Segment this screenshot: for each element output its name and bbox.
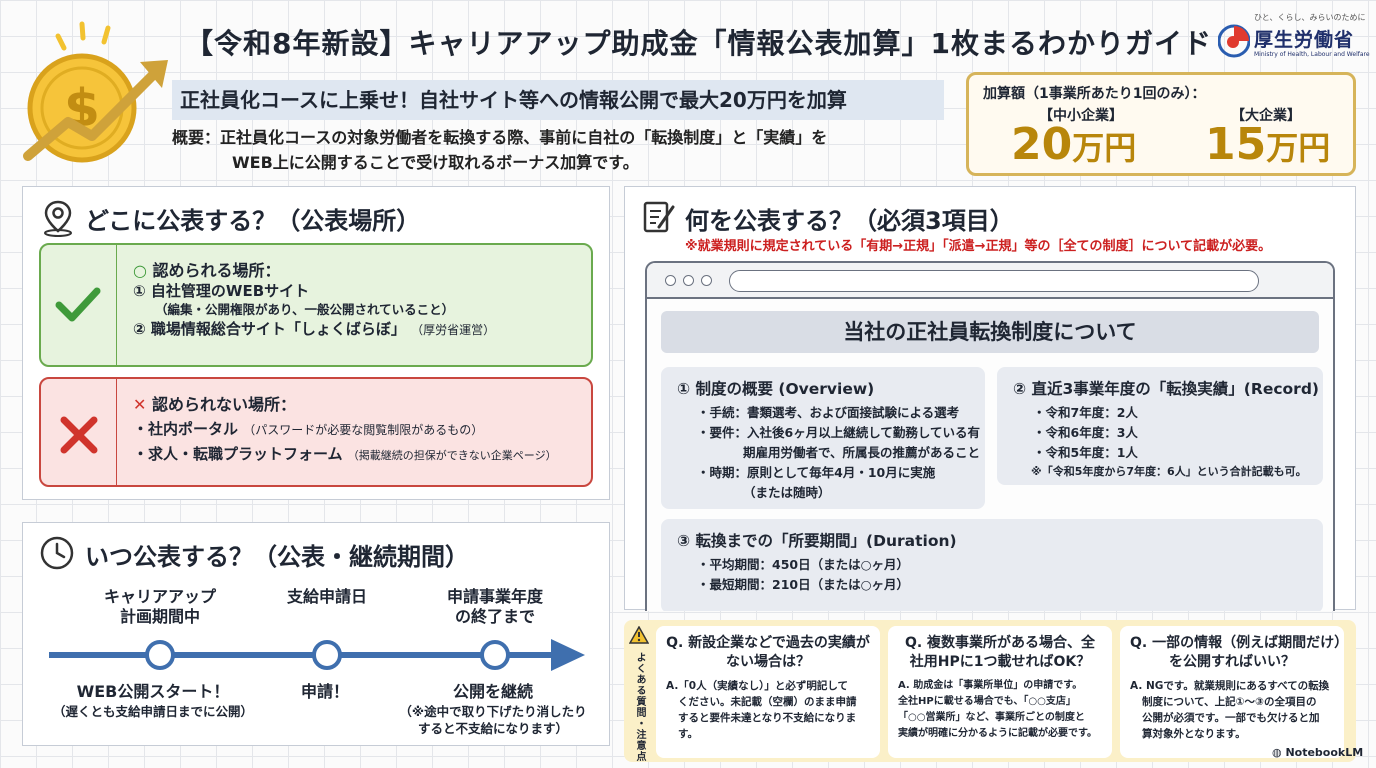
- overview-line: 概要：正社員化コースの対象労働者を転換する際、事前に自社の「転換制度」と「実績」…: [172, 128, 828, 147]
- not-allowed-head: 認められない場所：: [151, 395, 296, 414]
- page-title: 【令和8年新設】キャリアアップ助成金「情報公表加算」1枚まるわかりガイド: [185, 27, 1212, 60]
- logo-name-ja: 厚生労働省: [1254, 29, 1355, 51]
- what-panel: 何を公表する？（必須3項目） ※就業規則に規定されている「有期→正規」「派遣→正…: [624, 186, 1356, 611]
- allowed-head: 認められる場所：: [152, 261, 281, 280]
- notebooklm-brand: ◍ NotebookLM: [1272, 746, 1364, 759]
- cross-icon: [60, 416, 98, 454]
- browser-dot-icon: [701, 275, 712, 286]
- browser-url-bar: [729, 270, 1259, 292]
- document-edit-icon: [643, 201, 675, 233]
- timeline-arrow: [49, 639, 585, 671]
- browser-mockup: 当社の正社員転換制度について ① 制度の概要 (Overview) ・手続：書類…: [645, 261, 1335, 611]
- mhlw-logo-icon: [1218, 24, 1250, 58]
- logo-tagline: ひと、くらし、みらいのために: [1254, 13, 1366, 22]
- what-warning: ※就業規則に規定されている「有期→正規」「派遣→正規」等の［全ての制度］について…: [685, 239, 1272, 254]
- not-allowed-places-box: ✕ 認められない場所： ・社内ポータル （パスワードが必要な閲覧制限があるもの）…: [39, 377, 593, 487]
- overview-line: WEB上に公開することで受け取れるボーナス加算です。: [232, 153, 639, 172]
- timeline-action: WEB公開スタート！（遅くとも支給申請日までに公開）: [52, 682, 254, 719]
- allowed-item-note: （編集・公開権限があり、一般公開されていること）: [155, 302, 455, 317]
- warning-icon: [629, 626, 649, 644]
- duration-card: ③ 転換までの「所要期間」(Duration) ・平均期間：450日（または○ヶ…: [661, 519, 1323, 611]
- timeline-node: [312, 640, 342, 670]
- timeline-node: [480, 640, 510, 670]
- amount-heading: 加算額（1事業所あたり1回のみ）：: [983, 86, 1206, 102]
- faq-side-label: よくある質問・注意点: [626, 624, 652, 762]
- what-title: 何を公表する？（必須3項目）: [685, 207, 1014, 235]
- location-pin-icon: [44, 200, 72, 237]
- mhlw-logo: ひと、くらし、みらいのために 厚生労働省 Ministry of Health,…: [1214, 10, 1370, 66]
- allowed-item: ② 職場情報総合サイト「しょくばらぼ」 （厚労省運営）: [133, 320, 496, 338]
- faq-card: Q. 複数事業所がある場合、全社用HPに1つ載せればOK？ A. 助成金は「事業…: [888, 626, 1112, 758]
- coin-growth-icon: $: [23, 21, 168, 163]
- overview-text: 概要：正社員化コースの対象労働者を転換する際、事前に自社の「転換制度」と「実績」…: [172, 125, 952, 175]
- not-allowed-item: ・社内ポータル （パスワードが必要な閲覧制限があるもの）: [133, 420, 484, 438]
- timeline-node: [145, 640, 175, 670]
- overview-card: ① 制度の概要 (Overview) ・手続：書類選考、および面接試験による選考…: [661, 367, 985, 509]
- timeline-label: 申請事業年度の終了まで: [446, 587, 544, 626]
- allowed-places-box: ○ 認められる場所： ① 自社管理のWEBサイト （編集・公開権限があり、一般公…: [39, 243, 593, 367]
- small-company-amount: 20万円: [1011, 119, 1137, 170]
- browser-toolbar: [647, 263, 1333, 299]
- browser-dot-icon: [683, 275, 694, 286]
- circle-ok-icon: ○: [133, 261, 147, 280]
- faq-card: Q. 一部の情報（例えば期間だけ）を公開すればいい？ A. NGです。就業規則に…: [1120, 626, 1348, 758]
- timeline-label: キャリアアップ計画期間中: [103, 587, 217, 626]
- subtitle-banner: 正社員化コースに上乗せ！自社サイト等への情報公開で最大20万円を加算: [172, 80, 944, 120]
- where-panel: どこに公表する？（公表場所） ○ 認められる場所： ① 自社管理のWEBサイト …: [22, 186, 610, 500]
- timeline-action: 公開を継続（※途中で取り下げたり消したりすると不支給になります）: [399, 682, 587, 736]
- large-company-amount: 15万円: [1205, 119, 1331, 170]
- timeline-action: 申請！: [300, 682, 350, 701]
- large-company-label: 【大企業】: [1231, 108, 1301, 124]
- small-company-label: 【中小企業】: [1039, 108, 1123, 124]
- timeline-label: 支給申請日: [286, 587, 368, 606]
- x-mark-icon: ✕: [133, 395, 147, 414]
- where-title: どこに公表する？（公表場所）: [85, 207, 421, 235]
- not-allowed-item: ・求人・転職プラットフォーム （掲載継続の担保ができない企業ページ）: [133, 445, 557, 463]
- notebooklm-icon: ◍: [1272, 746, 1282, 759]
- faq-card: Q. 新設企業などで過去の実績がない場合は？ A.「0人（実績なし）」と必ず明記…: [656, 626, 880, 758]
- checkmark-icon: [55, 287, 101, 322]
- amount-box: 加算額（1事業所あたり1回のみ）： 【中小企業】 【大企業】 20万円 15万円: [966, 72, 1356, 176]
- clock-icon: [40, 536, 74, 570]
- page-heading: 当社の正社員転換制度について: [661, 311, 1319, 353]
- faq-section: よくある質問・注意点 Q. 新設企業などで過去の実績がない場合は？ A.「0人（…: [624, 620, 1356, 762]
- logo-name-en: Ministry of Health, Labour and Welfare: [1254, 51, 1370, 58]
- record-card: ② 直近3事業年度の「転換実績」(Record) ・令和7年度：2人 ・令和6年…: [997, 367, 1323, 485]
- browser-dot-icon: [665, 275, 676, 286]
- when-title: いつ公表する？（公表・継続期間）: [85, 543, 469, 571]
- allowed-item: ① 自社管理のWEBサイト: [133, 282, 310, 300]
- when-panel: いつ公表する？（公表・継続期間） キャリアアップ計画期間中 支給申請日 申請事業…: [22, 522, 610, 746]
